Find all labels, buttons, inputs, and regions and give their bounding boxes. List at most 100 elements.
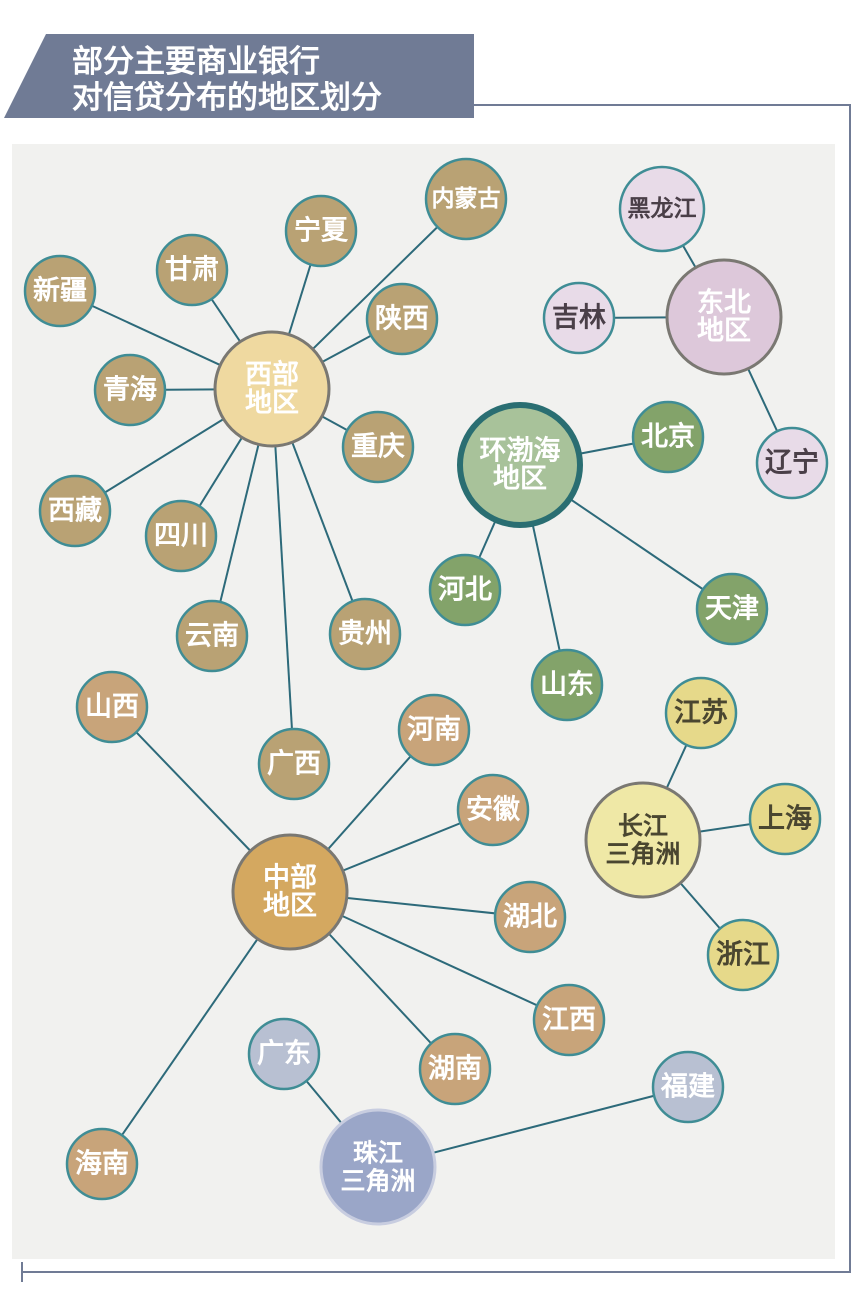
node-label: 云南 (185, 621, 239, 652)
region-node-west-10: 贵州 (328, 597, 402, 671)
region-node-west-3: 内蒙古 (424, 157, 508, 241)
node-label: 内蒙古 (432, 186, 501, 212)
region-node-central-2: 安徽 (456, 773, 530, 847)
region-node-northeast-2: 辽宁 (755, 426, 829, 500)
region-node-central-4: 江西 (532, 983, 606, 1057)
node-label: 天津 (705, 594, 759, 625)
node-label: 黑龙江 (628, 196, 697, 222)
node-circle (284, 194, 358, 268)
hub-label-line1: 长江 (618, 812, 668, 841)
node-label: 河南 (407, 715, 461, 746)
node-circle (418, 1032, 492, 1106)
node-circle (93, 353, 167, 427)
region-node-west-5: 青海 (93, 353, 167, 427)
node-circle (144, 499, 218, 573)
region-node-bohai-0: 北京 (631, 400, 705, 474)
node-circle (23, 254, 97, 328)
node-circle (257, 727, 331, 801)
node-label: 上海 (758, 804, 812, 835)
link-west-11 (271, 388, 295, 765)
node-circle (618, 165, 706, 253)
node-label: 湖北 (503, 902, 557, 933)
frame-line (22, 104, 851, 1273)
region-node-pearl-1: 福建 (651, 1050, 725, 1124)
hub-circle (319, 1108, 437, 1226)
hub-circle (665, 258, 783, 376)
region-node-central-1: 河南 (397, 693, 471, 767)
node-circle (175, 599, 249, 673)
hub-label-line2: 地区 (697, 316, 751, 347)
node-label: 安徽 (466, 795, 521, 826)
node-circle (664, 676, 738, 750)
node-label: 贵州 (338, 619, 392, 650)
hub-label-line2: 地区 (245, 388, 299, 419)
hub-label-line1: 东北 (697, 287, 751, 319)
region-node-west-8: 四川 (144, 499, 218, 573)
node-circle (428, 553, 502, 627)
node-circle (748, 782, 822, 856)
node-circle (755, 426, 829, 500)
region-node-yangtze-1: 上海 (748, 782, 822, 856)
title-line1: 部分主要商业银行 (72, 44, 320, 80)
node-circle (38, 474, 112, 548)
hub-label-line1: 中部 (263, 862, 317, 894)
node-label: 广西 (267, 749, 321, 780)
region-node-west-9: 云南 (175, 599, 249, 673)
node-label: 广东 (257, 1038, 311, 1070)
node-label: 宁夏 (294, 215, 349, 247)
region-node-northeast-0: 黑龙江 (618, 165, 706, 253)
node-circle (341, 410, 415, 484)
hub-label-line1: 环渤海 (480, 436, 561, 467)
node-circle (155, 233, 229, 307)
node-circle (75, 670, 149, 744)
node-label: 海南 (75, 1149, 129, 1180)
hub-circle (584, 781, 702, 899)
node-label: 重庆 (351, 431, 405, 463)
hub-label-line1: 西部 (245, 359, 299, 391)
node-circle (530, 648, 604, 722)
hub-circle (231, 833, 349, 951)
node-label: 辽宁 (765, 447, 819, 479)
region-node-west-1: 甘肃 (155, 233, 229, 307)
region-node-bohai-2: 天津 (695, 572, 769, 646)
node-circle (631, 400, 705, 474)
title-line2: 对信贷分布的地区划分 (72, 80, 382, 116)
node-label: 山东 (540, 669, 594, 701)
node-circle (247, 1017, 321, 1091)
node-circle (532, 983, 606, 1057)
region-node-central-3: 湖北 (493, 880, 567, 954)
node-circle (328, 597, 402, 671)
node-label: 浙江 (716, 940, 770, 971)
node-label: 青海 (103, 375, 157, 406)
node-label: 西藏 (48, 496, 102, 527)
hub-circle (213, 330, 331, 448)
node-circle (493, 880, 567, 954)
region-node-west-0: 新疆 (23, 254, 97, 328)
node-label: 北京 (641, 421, 695, 453)
node-circle (456, 773, 530, 847)
node-label: 河北 (438, 575, 492, 606)
node-label: 陕西 (375, 304, 429, 335)
node-circle (365, 282, 439, 356)
region-node-central-5: 湖南 (418, 1032, 492, 1106)
region-node-west-11: 广西 (257, 727, 331, 801)
region-node-west-7: 西藏 (38, 474, 112, 548)
hub-label-line2: 地区 (263, 891, 317, 922)
region-node-pearl-0: 广东 (247, 1017, 321, 1091)
hub-label-line2: 三角洲 (340, 1167, 415, 1196)
node-circle (695, 572, 769, 646)
region-node-central-0: 山西 (75, 670, 149, 744)
node-circle (397, 693, 471, 767)
node-circle (424, 157, 508, 241)
region-node-west-2: 宁夏 (284, 194, 358, 268)
node-label: 吉林 (552, 303, 606, 334)
node-circle (706, 918, 780, 992)
node-label: 江苏 (674, 698, 728, 729)
